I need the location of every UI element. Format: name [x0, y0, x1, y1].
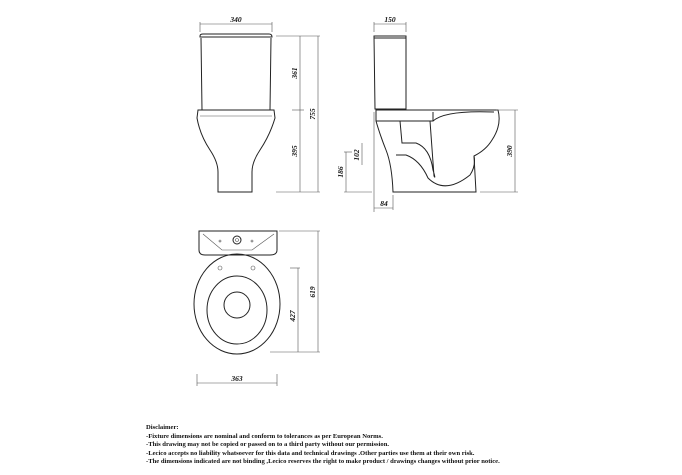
- side-depth-dimension: 150: [384, 15, 396, 24]
- disclaimer-line: -This drawing may not be copied or passe…: [146, 441, 390, 449]
- side-tank: [373, 35, 407, 110]
- bowl-length-dimension: 427: [288, 310, 297, 323]
- front-bowl: [196, 109, 276, 193]
- outlet-diameter-dimension: 102: [352, 149, 361, 161]
- outlet-height-dimension: 186: [336, 166, 345, 178]
- front-tank: [199, 33, 273, 111]
- bowl-opening: [223, 291, 251, 319]
- total-height-dimension: 755: [308, 108, 317, 120]
- side-view: 150 390 186 102 84: [336, 15, 518, 212]
- top-width-dimension: 363: [230, 374, 243, 383]
- top-view: 619 427 363: [193, 230, 320, 386]
- front-view: 340 361 395 755: [196, 15, 320, 193]
- side-bowl: [375, 109, 500, 193]
- disclaimer-title: Disclaimer:: [146, 424, 179, 431]
- flush-button-icon: [232, 235, 242, 245]
- outlet-offset-dimension: 84: [380, 199, 388, 208]
- tank-height-dimension: 361: [290, 67, 299, 79]
- top-tank: [198, 230, 278, 256]
- top-length-dimension: 619: [308, 286, 317, 298]
- seat-outline: [206, 275, 268, 345]
- disclaimer-line: -The dimensions indicated are not bindin…: [146, 458, 500, 466]
- disclaimer-line: -Fixture dimensions are nominal and conf…: [146, 432, 383, 440]
- front-width-dimension: 340: [229, 15, 242, 24]
- disclaimer-line: -Lecico accepts no liability whatsoever …: [146, 449, 475, 457]
- rim-height-dimension: 390: [505, 145, 514, 158]
- bowl-outline: [193, 253, 281, 355]
- disclaimer: Disclaimer: -Fixture dimensions are nomi…: [146, 424, 500, 467]
- trapway: [396, 120, 475, 187]
- bowl-height-dimension: 395: [290, 145, 299, 158]
